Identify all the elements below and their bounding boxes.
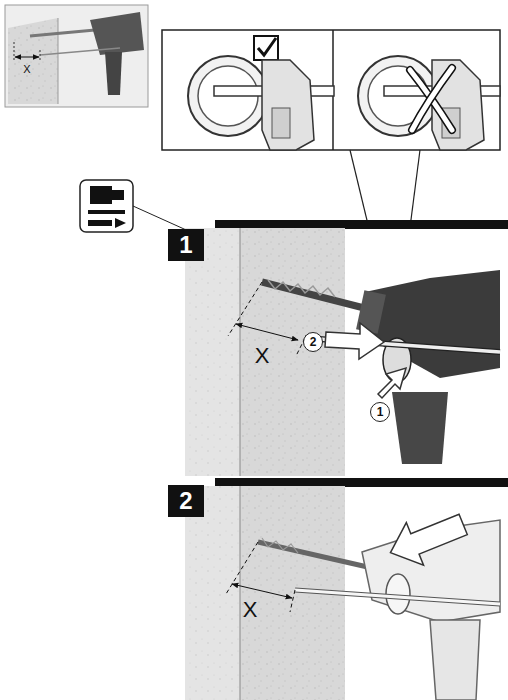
dimension-label: X xyxy=(255,345,270,367)
step-panel xyxy=(185,478,508,700)
dimension-label: X xyxy=(23,64,30,75)
number-text: 2 xyxy=(179,489,192,513)
number-text: 2 xyxy=(310,336,317,348)
dimension-label: X xyxy=(243,599,258,621)
thumbnail xyxy=(5,5,148,107)
callout-number: 2 xyxy=(303,332,323,352)
step-number: 1 xyxy=(168,229,204,261)
number-text: 1 xyxy=(377,406,384,418)
detail-inset xyxy=(162,30,500,150)
step-panel xyxy=(185,220,508,476)
step-number: 2 xyxy=(168,485,204,517)
callout-number: 1 xyxy=(370,402,390,422)
number-text: 1 xyxy=(179,233,192,257)
